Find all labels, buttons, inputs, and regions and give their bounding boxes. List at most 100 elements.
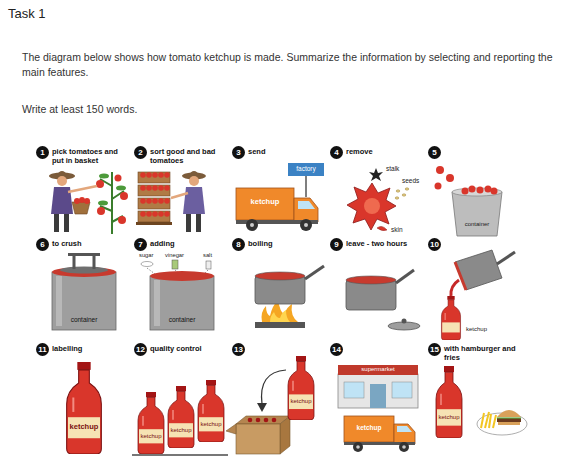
mixing-container-part — [150, 276, 214, 330]
tomato-plant-part — [96, 180, 104, 188]
tomato-crates-part-part — [140, 198, 146, 204]
delivery-truck — [236, 163, 324, 231]
tomato-crates-part-part — [140, 172, 146, 178]
tomato-crates — [136, 172, 172, 225]
tomato-crates-part — [136, 222, 172, 225]
supermarket-delivery-part — [344, 416, 394, 442]
picker-figure-part — [79, 197, 85, 203]
step-label: boiling — [248, 238, 273, 249]
boiling-pot-part — [270, 310, 290, 322]
step-label: sort good and bad tomatoes — [150, 146, 226, 165]
step-marker: 13 — [232, 343, 245, 356]
container-bucket-part — [477, 187, 484, 194]
step-number: 14 — [330, 343, 343, 356]
tomato-crates-part-part — [158, 172, 164, 178]
delivery-truck-part — [305, 176, 307, 197]
supermarket-delivery-part — [370, 384, 386, 408]
delivery-truck-part — [250, 223, 254, 227]
task-instruction: The diagram below shows how tomato ketch… — [22, 50, 562, 80]
pouring-pot-part — [455, 262, 466, 290]
sorter-figure-part — [188, 171, 200, 176]
step-label: labelling — [52, 343, 82, 354]
pouring-pot — [441, 250, 515, 340]
supermarket-delivery-part — [356, 445, 360, 449]
packing-box-part — [288, 356, 314, 420]
delivery-truck-part — [298, 201, 315, 209]
step-number: 13 — [232, 343, 245, 356]
step-marker: 9leave - two hours — [330, 238, 407, 251]
tomato-burst-part — [347, 183, 396, 230]
tomato-crates-part — [138, 211, 170, 222]
supermarket-delivery-part — [399, 442, 409, 452]
meal-with-ketchup-part — [481, 412, 496, 428]
tomato-burst — [347, 168, 409, 231]
step-number: 9 — [330, 238, 343, 251]
step-label: pick tomatoes and put in basket — [52, 146, 128, 165]
step-number: 6 — [36, 238, 49, 251]
bottles-checked-part — [168, 386, 194, 448]
crushing-container-part — [52, 272, 116, 330]
tomato-crates-part-part — [164, 198, 170, 204]
container-bucket — [435, 166, 503, 236]
cooling-pot-part — [402, 319, 407, 324]
picture-label: ketchup — [236, 198, 294, 207]
supermarket-delivery-part — [397, 426, 412, 432]
container-bucket-part — [452, 192, 502, 236]
step-number: 8 — [232, 238, 245, 251]
picture-label: ketchup — [289, 398, 313, 405]
supermarket-delivery-part — [392, 382, 412, 398]
step-label: to crush — [52, 238, 82, 249]
bottles-checked-part — [198, 380, 224, 442]
picture-label: skin — [391, 226, 403, 233]
step-marker: 11labelling — [36, 343, 82, 356]
boiling-pot-part — [305, 266, 324, 279]
picture-label: container — [150, 316, 214, 323]
step-number: 12 — [134, 343, 147, 356]
labelled-bottle — [67, 362, 102, 454]
picture-label: ketchup — [199, 421, 223, 428]
sorter-figure-part — [189, 176, 199, 186]
tomato-crates-part-part — [140, 211, 146, 217]
container-bucket-part — [491, 188, 498, 195]
tomato-burst-part — [396, 190, 400, 192]
delivery-truck-part — [236, 188, 294, 220]
picture-label: factory — [288, 165, 324, 172]
meal-with-ketchup-part — [498, 422, 520, 425]
tomato-crates-part — [138, 198, 170, 209]
picture-label: ketchup — [466, 326, 487, 333]
cooling-pot-part — [396, 270, 414, 283]
tomato-crates-part-part — [158, 185, 164, 191]
bottles-checked-part — [132, 454, 228, 456]
step-marker: 3send — [232, 146, 266, 159]
labelled-bottle-part — [67, 362, 102, 454]
sorter-figure-part — [186, 214, 191, 232]
packing-box-part — [280, 416, 290, 454]
step-marker: 4remove — [330, 146, 373, 159]
tomato-crates-part-part — [158, 211, 164, 217]
tomato-crates-part-part — [146, 185, 152, 191]
pouring-pot-part — [441, 296, 460, 340]
cooling-pot-part — [346, 276, 396, 284]
delivery-truck-part — [288, 163, 324, 176]
picture-label: ketchup — [139, 433, 163, 440]
tomato-crates-part-part — [146, 198, 152, 204]
meal-with-ketchup — [436, 366, 527, 438]
tomato-crates-part-part — [164, 211, 170, 217]
step-marker: 7adding — [134, 238, 175, 251]
packing-box-part — [264, 418, 269, 423]
mixing-container — [141, 260, 214, 330]
crushing-container-part — [68, 253, 100, 256]
tomato-plant-part — [97, 207, 105, 215]
boiling-pot-part — [255, 322, 305, 328]
mixing-container-part — [154, 280, 160, 326]
step-label: adding — [150, 238, 175, 249]
step-marker: 8boiling — [232, 238, 273, 251]
meal-with-ketchup-part — [497, 410, 521, 417]
step-marker: 12quality control — [134, 343, 202, 356]
tomato-plant-part — [118, 216, 126, 224]
tomato-burst-part — [405, 188, 409, 190]
supermarket-delivery-part — [353, 442, 363, 452]
step-number: 4 — [330, 146, 343, 159]
picture-label: ketchup — [68, 423, 100, 432]
step-number: 7 — [134, 238, 147, 251]
